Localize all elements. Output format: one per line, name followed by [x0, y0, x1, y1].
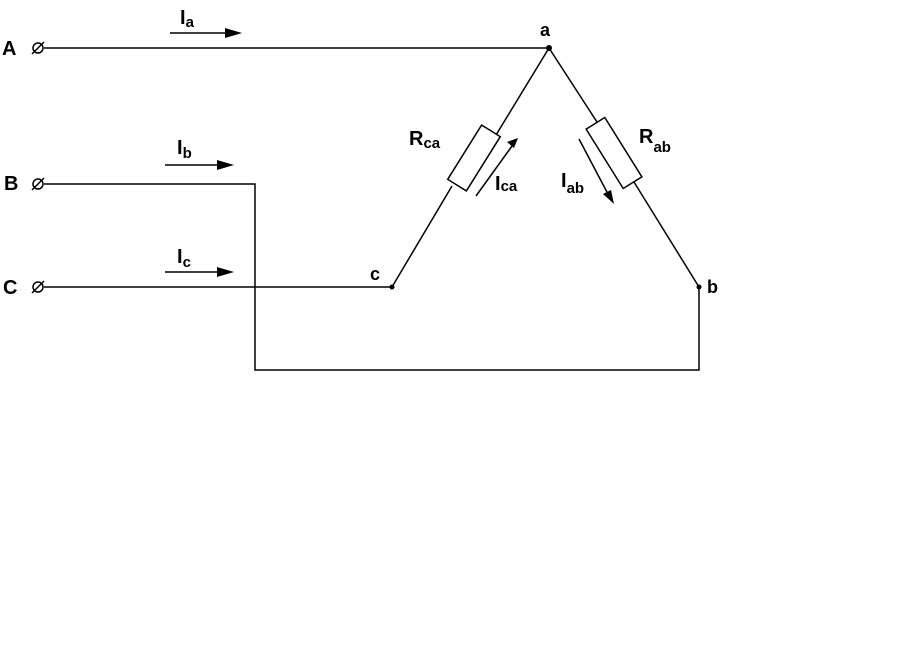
wire-line-b: [44, 183, 700, 371]
terminal-b-symbol: [31, 177, 45, 191]
current-arrow-ic: [165, 267, 234, 277]
current-label-ic: Ic: [177, 246, 191, 271]
terminal-a-symbol: [31, 41, 45, 55]
wires: [44, 47, 700, 371]
wire-side-a-b-upper: [548, 47, 598, 123]
node-label-c: c: [370, 264, 380, 284]
terminal-label-c: C: [3, 277, 17, 299]
current-label-ib: Ib: [177, 137, 192, 162]
current-arrow-ia: [170, 28, 242, 38]
terminal-label-b: B: [4, 173, 18, 195]
resistor-label-rab: Rab: [639, 126, 671, 156]
current-arrow-ica: [475, 138, 518, 197]
terminal-label-a: A: [2, 38, 16, 60]
current-arrow-ib: [165, 160, 234, 170]
current-label-ica: Ica: [495, 173, 518, 195]
node-label-a: a: [540, 20, 551, 40]
node-b-dot: [696, 284, 702, 290]
node-label-b: b: [707, 277, 718, 297]
current-label-iab: Iab: [561, 170, 584, 197]
current-label-ia: Ia: [180, 7, 195, 31]
current-arrow-iab: [578, 138, 614, 204]
wire-side-c-a-lower: [391, 185, 453, 288]
terminal-c-symbol: [31, 280, 45, 294]
wire-side-a-b-lower: [633, 181, 700, 288]
node-c-dot: [389, 284, 395, 290]
resistor-ab: [585, 116, 643, 190]
resistor-label-rca: Rca: [409, 128, 441, 152]
wire-side-c-a-upper: [495, 47, 550, 136]
resistor-ca: [446, 123, 502, 193]
node-a-dot: [546, 45, 552, 51]
